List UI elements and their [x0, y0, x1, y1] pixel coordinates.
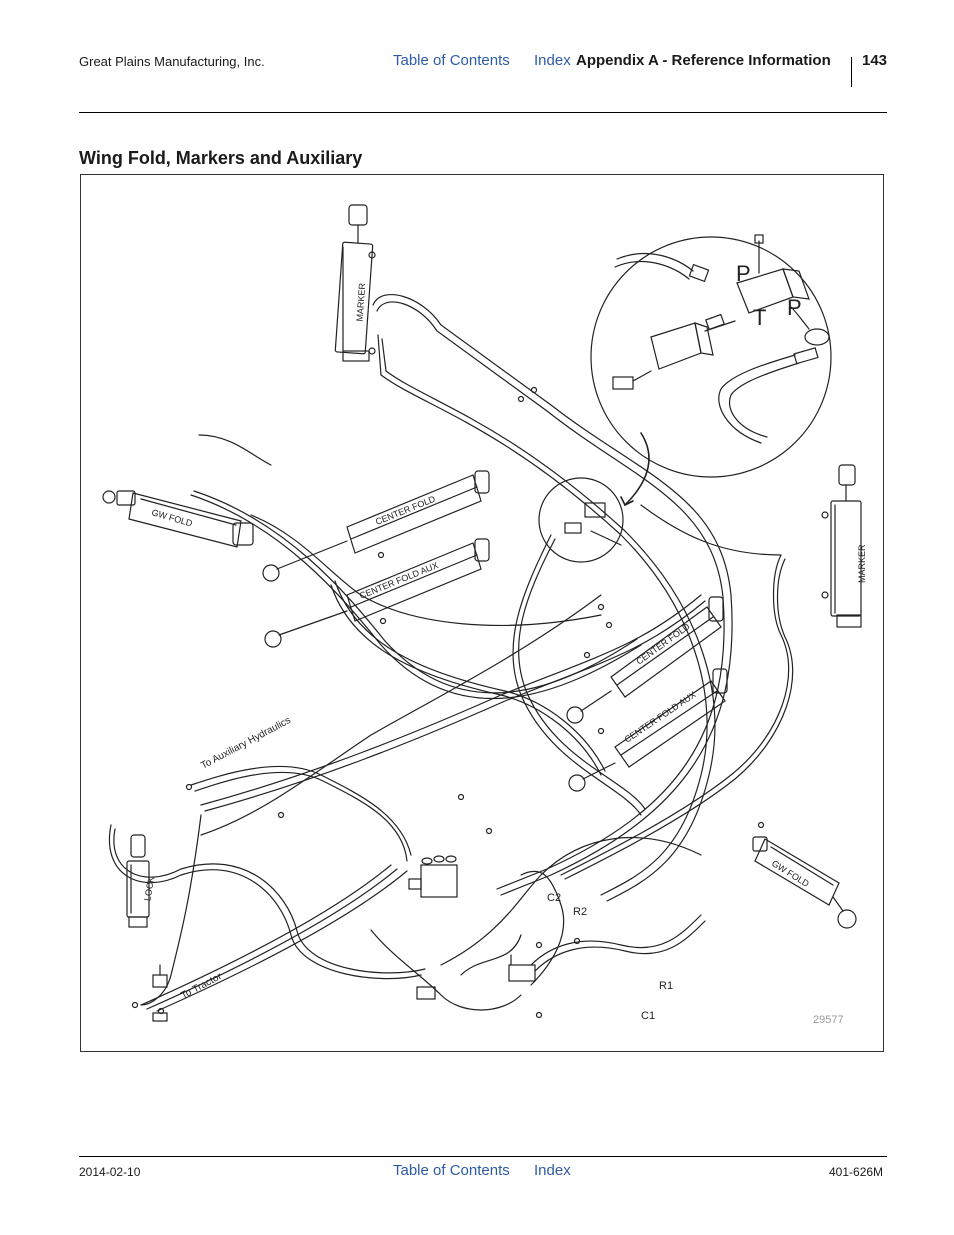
- company-name: Great Plains Manufacturing, Inc.: [79, 54, 265, 69]
- footer-date: 2014-02-10: [79, 1165, 141, 1179]
- port-p-top: P: [736, 261, 751, 286]
- valve-block-small: [416, 986, 436, 1000]
- appendix-title: Appendix A - Reference Information: [576, 52, 831, 69]
- c2-label: C2: [547, 892, 561, 904]
- footer-toc-link[interactable]: Table of Contents: [393, 1162, 510, 1179]
- page-number: 143: [862, 52, 888, 69]
- valve-block-lower: [508, 954, 536, 982]
- gw-fold-cylinder-right: GW FOLD: [752, 836, 857, 929]
- detail-circle-large: P T P: [590, 234, 832, 478]
- r1-label: R1: [659, 980, 673, 992]
- tractor-bracket: [152, 964, 168, 1022]
- to-tractor-label: To Tractor: [179, 971, 224, 1002]
- hose-fittings: [131, 386, 765, 1019]
- valve-block-main: [408, 855, 458, 898]
- header-toc-link[interactable]: Table of Contents: [393, 52, 510, 69]
- hydraulic-diagram: MARKER MARKER GW FOLD: [80, 174, 884, 1052]
- port-t: T: [753, 305, 766, 330]
- lock-label: LOCK: [142, 876, 156, 902]
- lock-cylinder: LOCK: [126, 834, 156, 928]
- marker-right-label: MARKER: [857, 544, 867, 583]
- center-fold-aux-lower-label: CENTER FOLD AUX: [623, 689, 698, 744]
- marker-cylinder-left: MARKER: [334, 204, 376, 362]
- detail-arrow: [624, 432, 650, 506]
- r2-label: R2: [573, 906, 587, 918]
- footer-rule: [79, 1156, 887, 1157]
- gw-fold-cylinder-left: GW FOLD: [102, 490, 254, 548]
- c1-label: C1: [641, 1010, 655, 1022]
- marker-left-label: MARKER: [355, 282, 368, 322]
- header-rule: [79, 112, 887, 113]
- center-fold-aux-upper-label: CENTER FOLD AUX: [358, 560, 440, 601]
- detail-circle-small: [538, 477, 624, 563]
- header-divider: [851, 57, 852, 87]
- hose-lines: [108, 294, 794, 1012]
- section-title: Wing Fold, Markers and Auxiliary: [79, 148, 363, 168]
- port-p-right: P: [787, 295, 802, 320]
- figure-number: 29577: [813, 1014, 844, 1026]
- footer-doc-number: 401-626M: [829, 1165, 884, 1179]
- marker-cylinder-right: MARKER: [821, 464, 867, 628]
- header-index-link[interactable]: Index: [534, 52, 571, 69]
- center-fold-aux-cylinder-lower: CENTER FOLD AUX: [568, 668, 728, 792]
- footer-index-link[interactable]: Index: [534, 1162, 571, 1179]
- gw-fold-left-label: GW FOLD: [150, 507, 194, 528]
- center-fold-upper-label: CENTER FOLD: [374, 494, 437, 527]
- to-aux-hydraulics-label: To Auxiliary Hydraulics: [199, 715, 293, 772]
